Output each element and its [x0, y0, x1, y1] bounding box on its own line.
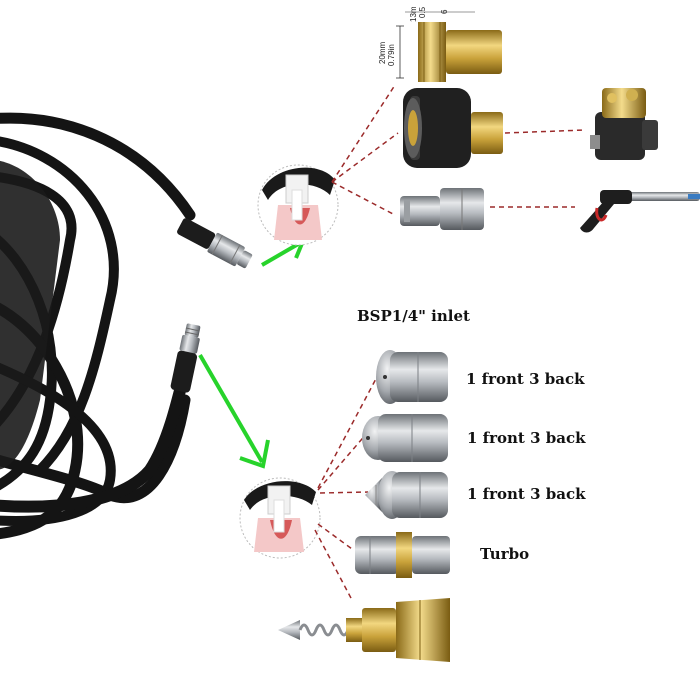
hose-lead — [0, 344, 196, 513]
spray-gun — [580, 190, 700, 233]
brass-adapter — [396, 11, 502, 82]
nozzle-1-label: 1 front 3 back — [466, 370, 585, 388]
dimension-height-in: 0.79in — [387, 44, 396, 66]
dimension-width-mm: 13m — [409, 6, 418, 22]
turbo-label: Turbo — [480, 545, 530, 563]
bottom-hose-fitting — [170, 323, 201, 393]
dimension-extra: 6 — [440, 9, 449, 14]
magnifier-top — [257, 164, 339, 246]
top-hose-fitting — [177, 218, 253, 269]
quick-coupler — [403, 88, 503, 168]
quick-plug — [400, 188, 484, 230]
nozzle-2 — [362, 414, 448, 462]
hose-shadow — [0, 161, 60, 470]
inlet-label: BSP1/4" inlet — [357, 307, 470, 325]
nozzle-3 — [365, 471, 448, 519]
nozzle-spring-brass — [278, 598, 450, 662]
magnifier-bottom — [239, 477, 321, 559]
pressure-pump — [590, 88, 658, 160]
nozzle-1 — [376, 350, 448, 404]
dashed-connectors — [314, 84, 586, 601]
green-arrow-bottom — [198, 353, 270, 469]
hose-loop-1 — [0, 112, 196, 221]
nozzle-2-label: 1 front 3 back — [467, 429, 586, 447]
dimension-width-in: 0.5 — [418, 6, 427, 18]
nozzle-3-label: 1 front 3 back — [467, 485, 586, 503]
nozzle-turbo — [355, 532, 450, 578]
dimension-height-mm: 20mm — [378, 41, 387, 64]
